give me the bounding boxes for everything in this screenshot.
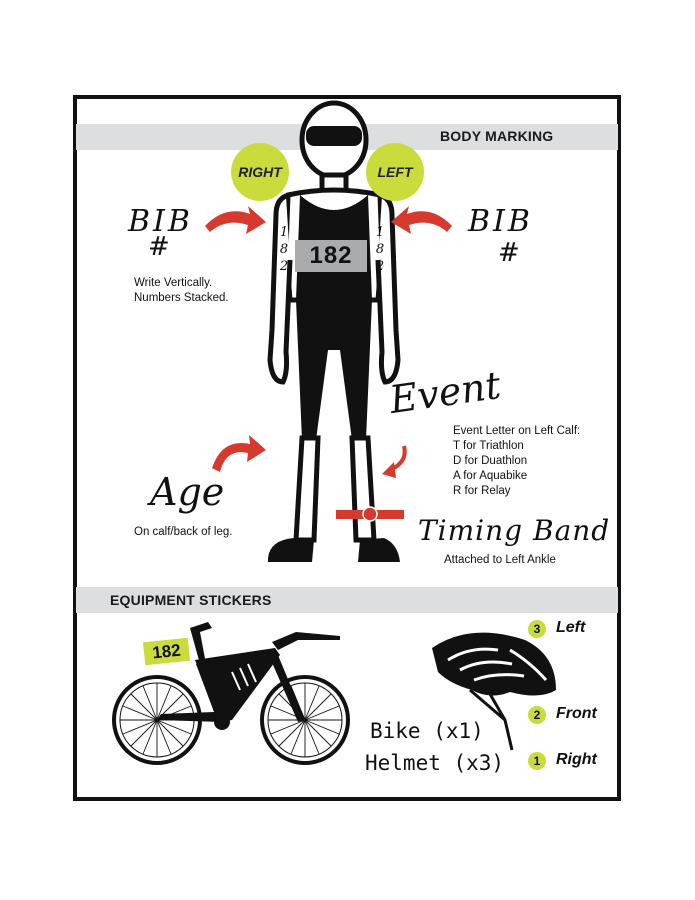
arm-digit: 2 xyxy=(279,259,289,274)
arm-digit: 8 xyxy=(279,242,289,257)
arrow-to-calf-icon xyxy=(212,435,266,472)
bib-number-text: 182 xyxy=(309,242,353,269)
event-line: A for Aquabike xyxy=(453,470,528,482)
event-line: R for Relay xyxy=(453,485,511,497)
arm-digit: 2 xyxy=(375,259,385,274)
event-instructions: Event Letter on Left Calf: T for Triathl… xyxy=(453,424,580,499)
arm-digit: 8 xyxy=(375,242,385,257)
event-line: T for Triathlon xyxy=(453,440,524,452)
bib-instructions: Write Vertically. Numbers Stacked. xyxy=(134,276,229,306)
bib-hash-left: # xyxy=(498,238,520,268)
equipment-band xyxy=(76,587,618,613)
right-side-badge: RIGHT xyxy=(231,143,289,201)
right-arm-digits: 1 8 2 xyxy=(276,224,292,275)
equipment-title: EQUIPMENT STICKERS xyxy=(110,592,272,608)
age-instruction: On calf/back of leg. xyxy=(134,526,233,538)
arrow-to-left-arm-icon xyxy=(391,206,452,234)
timing-band-label: Timing Band xyxy=(418,514,611,547)
bib-label-right: BIB xyxy=(128,204,193,239)
bib-instruction-line: Numbers Stacked. xyxy=(134,292,229,304)
event-line: D for Duathlon xyxy=(453,455,528,467)
bib-label-left: BIB xyxy=(468,204,533,239)
body-marking-title: BODY MARKING xyxy=(440,128,554,144)
bib-hash-right: # xyxy=(148,232,170,262)
left-side-badge: LEFT xyxy=(366,143,424,201)
helmet-label-left: Left xyxy=(556,619,586,636)
helmet-badge-left: 3 xyxy=(528,620,546,638)
timing-band-instruction: Attached to Left Ankle xyxy=(444,554,556,566)
bib-number-patch: 182 xyxy=(295,240,367,272)
arm-digit: 1 xyxy=(279,225,289,240)
helmet-badge-right: 1 xyxy=(528,752,546,770)
helmet-caption: Helmet (x3) xyxy=(365,751,505,775)
timing-chip-icon xyxy=(362,506,378,522)
helmet-label-front: Front xyxy=(556,705,597,722)
arrow-head-left-calf-icon xyxy=(382,462,396,478)
bike-caption: Bike (x1) xyxy=(370,719,484,743)
helmet-badge-front: 2 xyxy=(528,706,546,724)
age-label: Age xyxy=(150,470,225,514)
arm-digit: 1 xyxy=(375,225,385,240)
event-line: Event Letter on Left Calf: xyxy=(453,425,581,437)
bib-instruction-line: Write Vertically. xyxy=(134,277,213,289)
arrow-to-right-arm-icon xyxy=(205,206,266,234)
sunglasses-icon xyxy=(306,126,362,146)
helmet-label-right: Right xyxy=(556,751,597,768)
left-arm-digits: 1 8 2 xyxy=(372,224,388,275)
